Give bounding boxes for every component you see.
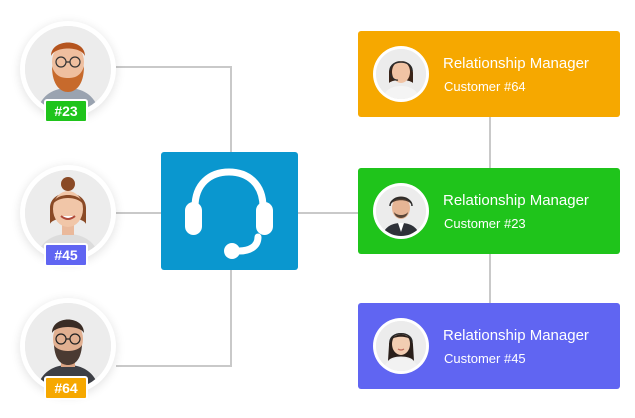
- connector-customer-23: [116, 66, 232, 152]
- manager-role: Relationship Manager: [443, 327, 589, 344]
- manager-card: Relationship Manager Customer #23: [358, 168, 620, 254]
- manager-customer: Customer #45: [444, 351, 526, 366]
- manager-role: Relationship Manager: [443, 192, 589, 209]
- customer-photo-smiling-woman: [25, 170, 111, 256]
- manager-customer: Customer #64: [444, 79, 526, 94]
- customer-card: #64: [20, 298, 116, 400]
- headset-icon: [185, 168, 273, 259]
- manager-role: Relationship Manager: [443, 55, 589, 72]
- manager-card: Relationship Manager Customer #64: [358, 31, 620, 117]
- customer-id-badge: #45: [44, 243, 88, 267]
- customer-card: #45: [20, 165, 116, 267]
- manager-avatar: [376, 49, 426, 99]
- manager-avatar: [376, 186, 426, 236]
- manager-customer: Customer #23: [444, 216, 526, 231]
- customer-id-badge: #64: [44, 376, 88, 400]
- customer-id-badge: #23: [44, 99, 88, 123]
- support-hub: [161, 152, 298, 270]
- customer-photo-man-glasses: [25, 303, 111, 389]
- manager-card: Relationship Manager Customer #45: [358, 303, 620, 389]
- connector-customer-64: [116, 270, 232, 367]
- customer-card: #23: [20, 21, 116, 123]
- manager-avatar: [376, 321, 426, 371]
